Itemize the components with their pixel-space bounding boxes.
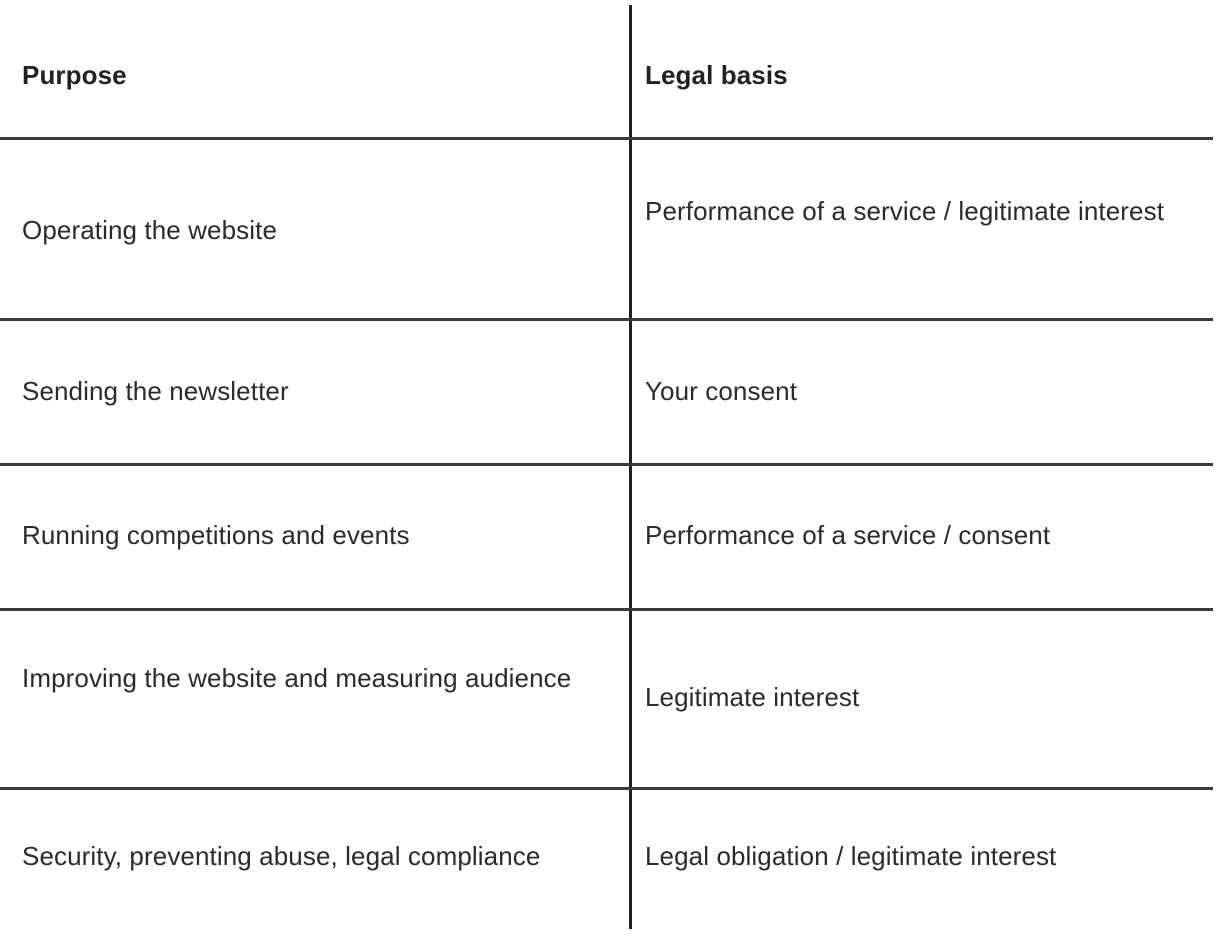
header-bottom-rule	[0, 137, 1213, 140]
table-cell-purpose: Security, preventing abuse, legal compli…	[22, 841, 541, 871]
table-cell-legal-basis: Legitimate interest	[645, 682, 860, 712]
table-cell-purpose: Improving the website and measuring audi…	[22, 663, 572, 693]
table-cell-purpose: Sending the newsletter	[22, 376, 289, 406]
table-cell-legal-basis: Performance of a service / legitimate in…	[645, 196, 1165, 226]
column-header-legal-basis: Legal basis	[645, 60, 788, 90]
row-divider-4	[0, 787, 1213, 790]
row-divider-2	[0, 463, 1213, 466]
column-header-purpose: Purpose	[22, 60, 127, 90]
table-cell-legal-basis: Performance of a service / consent	[645, 520, 1051, 550]
row-divider-3	[0, 608, 1213, 611]
row-divider-1	[0, 318, 1213, 321]
table-cell-purpose: Running competitions and events	[22, 520, 410, 550]
table-cell-legal-basis: Legal obligation / legitimate interest	[645, 841, 1057, 871]
table-cell-legal-basis: Your consent	[645, 376, 798, 406]
table-cell-purpose: Operating the website	[22, 215, 278, 245]
column-divider	[629, 5, 632, 929]
